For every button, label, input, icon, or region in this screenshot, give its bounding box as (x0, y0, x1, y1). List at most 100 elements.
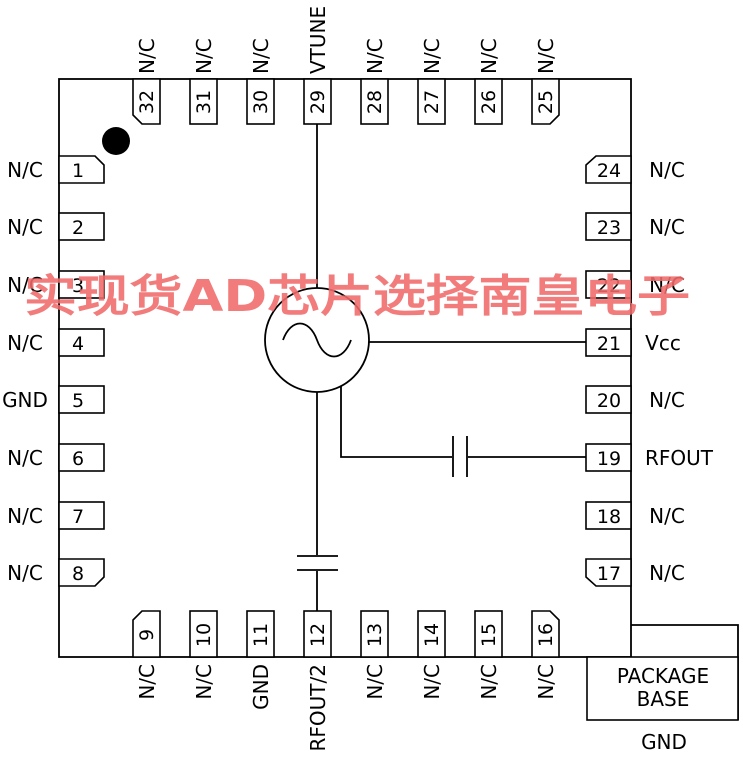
pin-15-number: 15 (478, 623, 500, 647)
pin-7-label: N/C (7, 504, 43, 528)
pin-27-number: 27 (421, 90, 443, 114)
pin-6-number: 6 (72, 448, 84, 470)
pin-17-label: N/C (649, 561, 685, 585)
pin-3: 3 N/C (7, 270, 105, 299)
pin-20: 20 N/C (585, 385, 685, 414)
pin-16-number: 16 (535, 623, 557, 647)
pin-8-number: 8 (72, 563, 84, 585)
pin-21-number: 21 (597, 333, 621, 355)
pin-29-box (303, 78, 332, 125)
pin-25-number: 25 (535, 90, 557, 114)
pin-4: 4 N/C (7, 328, 105, 357)
watermark-text: 实现货AD芯片选择南皇电子 (24, 271, 690, 322)
pin-14-label: N/C (420, 664, 444, 700)
pin-11-label: GND (249, 664, 273, 710)
pin-5-label: GND (2, 388, 48, 412)
pin-10-label: N/C (192, 664, 216, 700)
pin-14-box (417, 610, 446, 658)
pin-29-number: 29 (307, 90, 329, 114)
pin-28-number: 28 (364, 90, 386, 114)
pin-25-label: N/C (534, 38, 558, 74)
pin-16-box (531, 610, 560, 658)
package-base-gnd-label: GND (641, 730, 687, 754)
pin-29-label: VTUNE (306, 6, 330, 74)
pin-9-number: 9 (136, 629, 158, 641)
pin-23-label: N/C (649, 215, 685, 239)
pin-27-box (417, 78, 446, 125)
pin-31-label: N/C (192, 38, 216, 74)
pin-16-label: N/C (534, 664, 558, 700)
pin-18: 18 N/C (585, 501, 685, 530)
pin-31-box (189, 78, 218, 125)
pin-10-box (189, 610, 218, 658)
pin-32-label: N/C (135, 38, 159, 74)
pin-1-label: N/C (7, 158, 43, 182)
pin-22-number: 22 (597, 275, 621, 297)
sine-wave-icon (282, 322, 352, 358)
pin-12-box (303, 610, 332, 658)
pin-26-number: 26 (478, 90, 500, 114)
pin-21-label: Vcc (645, 331, 681, 355)
pin-8-label: N/C (7, 561, 43, 585)
pin-18-label: N/C (649, 504, 685, 528)
pin-9-box (132, 610, 161, 658)
pin-4-number: 4 (72, 333, 84, 355)
pin-19: 19 RFOUT (585, 443, 714, 472)
pin-7-number: 7 (72, 506, 84, 528)
pin-9-label: N/C (135, 664, 159, 700)
pin-23-number: 23 (597, 217, 621, 239)
pin-11-number: 11 (250, 623, 272, 647)
pin-21: 21 Vcc (585, 328, 681, 357)
pin-31-number: 31 (193, 90, 215, 114)
pin-28-label: N/C (363, 38, 387, 74)
pin-5-number: 5 (72, 390, 84, 412)
pin-24: 24 N/C (585, 155, 685, 184)
pin-15-box (474, 610, 503, 658)
pin-6: 6 N/C (7, 443, 105, 472)
package-base-label-line1: PACKAGE (617, 664, 709, 688)
pin-4-label: N/C (7, 331, 43, 355)
pin-1: 1 N/C (7, 155, 105, 184)
pin-13-box (360, 610, 389, 658)
pin-19-label: RFOUT (645, 446, 714, 470)
pin-15-label: N/C (477, 664, 501, 700)
pin-17: 17 N/C (585, 558, 685, 587)
pin-28-box (360, 78, 389, 125)
package-body (58, 78, 632, 658)
pin-32-box (132, 78, 161, 125)
pin-26-box (474, 78, 503, 125)
pin-13-number: 13 (364, 623, 386, 647)
pin-12-number: 12 (307, 623, 329, 647)
package-base-box (586, 656, 739, 721)
pin-30-box (246, 78, 275, 125)
pin-5: 5 GND (2, 385, 105, 414)
pin-8: 8 N/C (7, 558, 105, 587)
pin-13-label: N/C (363, 664, 387, 700)
pin-11-box (246, 610, 275, 658)
pin-3-number: 3 (72, 275, 84, 297)
rfout-wire (340, 386, 452, 458)
pin-30-number: 30 (250, 90, 272, 114)
pin-22-label: N/C (649, 273, 685, 297)
pin-6-label: N/C (7, 446, 43, 470)
pin-7: 7 N/C (7, 501, 105, 530)
pin-23: 23 N/C (585, 212, 685, 241)
package-base-label-line2: BASE (637, 687, 690, 711)
pin-10-number: 10 (193, 623, 215, 647)
pin-17-number: 17 (597, 563, 621, 585)
pin-19-number: 19 (597, 448, 621, 470)
pin-3-label: N/C (7, 273, 43, 297)
pin-14-number: 14 (421, 623, 443, 647)
pin-2: 2 N/C (7, 212, 105, 241)
pin-30-label: N/C (249, 38, 273, 74)
pin-20-label: N/C (649, 388, 685, 412)
pin-22: 22 N/C (585, 270, 685, 299)
pin-24-label: N/C (649, 158, 685, 182)
pin-24-number: 24 (597, 160, 621, 182)
pin-2-label: N/C (7, 215, 43, 239)
pin-1-number: 1 (72, 160, 84, 182)
pin-18-number: 18 (597, 506, 621, 528)
pin-25-box (531, 78, 560, 125)
pin-27-label: N/C (420, 38, 444, 74)
